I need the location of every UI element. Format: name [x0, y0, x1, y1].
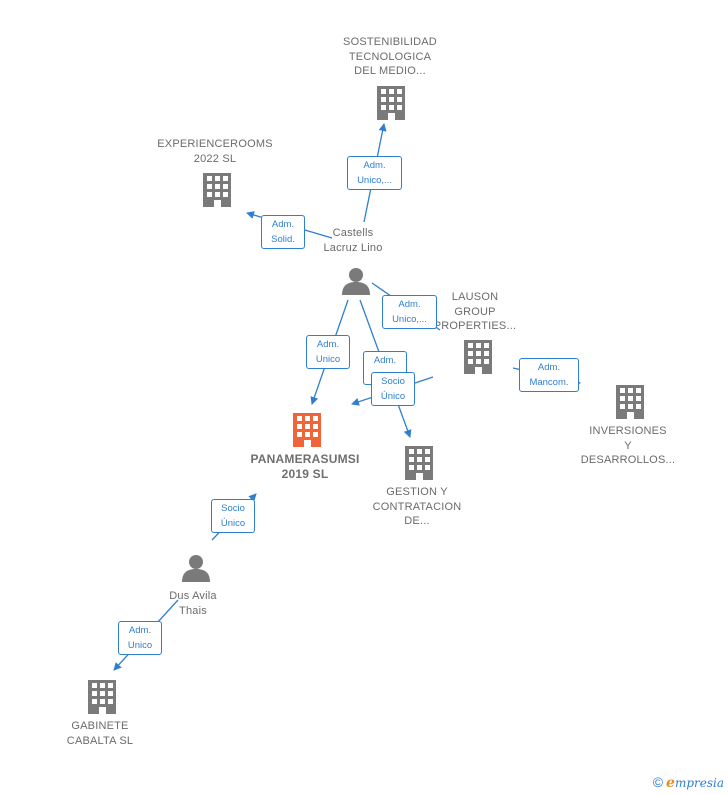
node-label-sostenibilidad[interactable]: SOSTENIBILIDAD TECNOLOGICA DEL MEDIO... [343, 36, 437, 77]
node-label-gabinete[interactable]: GABINETE CABALTA SL [66, 720, 134, 747]
building-icon [616, 385, 644, 419]
person-icon [342, 268, 370, 295]
edge-label-socio-unico-dus: Socio Único [211, 499, 255, 533]
building-icon [405, 446, 433, 480]
person-icon [182, 555, 210, 582]
empresia-logo-e: e [666, 775, 675, 791]
copyright-icon: © [652, 774, 664, 790]
edge-label-adm-unico-lauson: Adm. Unico,... [382, 295, 437, 329]
building-icon [293, 413, 321, 447]
edge-label-adm-solid: Adm. Solid. [261, 215, 305, 249]
node-label-dus-avila[interactable]: Dus Avila Thais [169, 590, 217, 617]
building-icon [464, 340, 492, 374]
empresia-logo-text: mpresia [674, 776, 724, 790]
edge-label-adm-unico-gabinete: Adm. Unico [118, 621, 162, 655]
edge-label-adm-unico-sostenibilidad: Adm. Unico,... [347, 156, 402, 190]
building-icon [203, 173, 231, 207]
building-icon [377, 86, 405, 120]
building-icon [88, 680, 116, 714]
node-label-lauson[interactable]: LAUSON GROUP PROPERTIES... [433, 291, 517, 332]
edge-label-adm-unico-panamerasumsi: Adm. Unico [306, 335, 350, 369]
node-label-experiencerooms[interactable]: EXPERIENCEROOMS 2022 SL [157, 138, 273, 165]
edge-label-adm-mancom: Adm. Mancom. [519, 358, 579, 392]
node-label-panamerasumsi[interactable]: PANAMERASUMSI 2019 SL [250, 452, 360, 481]
node-label-gestion[interactable]: GESTION Y CONTRATACION DE... [372, 486, 462, 527]
edge-label-socio-unico-gestion: Socio Único [371, 372, 415, 406]
node-label-inversiones[interactable]: INVERSIONES Y DESARROLLOS... [580, 425, 676, 466]
node-label-castells[interactable]: Castells Lacruz Lino [323, 227, 383, 254]
empresia-credit[interactable]: ©empresia [653, 774, 724, 791]
